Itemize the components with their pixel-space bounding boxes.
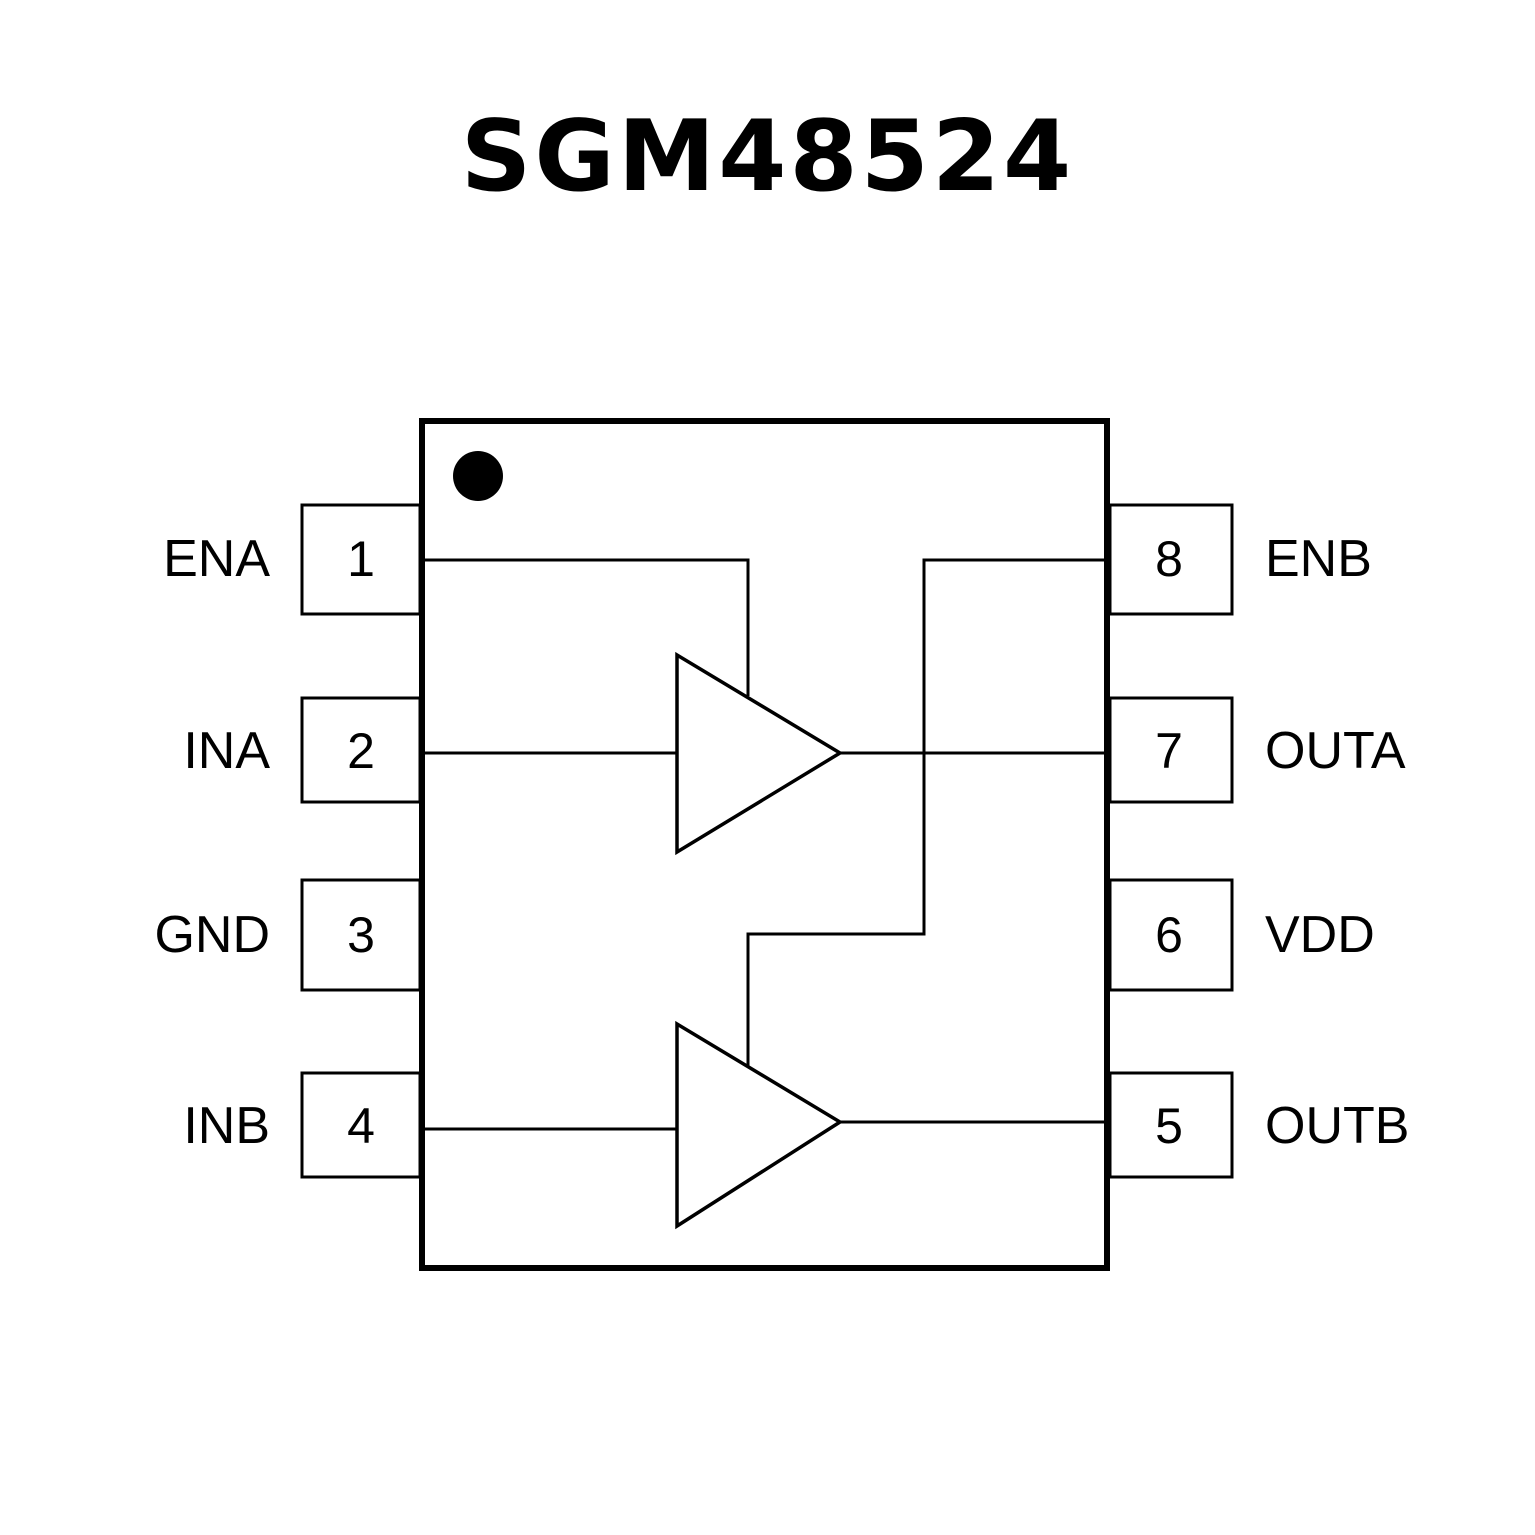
pin-8: 8 ENB <box>1108 503 1372 616</box>
pin1-marker-dot <box>453 451 503 501</box>
pin-3: 3 GND <box>154 878 422 992</box>
pin-5: 5 OUTB <box>1108 1071 1409 1179</box>
buffer-a-triangle <box>675 651 844 856</box>
pin-4-box <box>300 1071 422 1179</box>
right-pins: 8 ENB 7 OUTA 6 VDD 5 OUTB <box>1108 503 1409 1179</box>
chip-title: SGM48524 <box>460 100 1075 214</box>
pin-2-name: INA <box>183 722 270 780</box>
buffer-b-triangle <box>675 1020 844 1230</box>
pin-8-number: 8 <box>1155 531 1183 587</box>
pin-5-number: 5 <box>1155 1098 1183 1154</box>
pin-3-name: GND <box>154 906 270 964</box>
pin-2-box <box>300 696 422 804</box>
pin-1-number: 1 <box>347 531 375 587</box>
pin-3-number: 3 <box>347 907 375 963</box>
pin-1-box <box>300 503 422 616</box>
pin-6-name: VDD <box>1265 906 1375 964</box>
left-pins: 1 ENA 2 INA 3 GND 4 INB <box>154 503 422 1179</box>
wire-enb <box>746 558 1104 1062</box>
pin-1-name: ENA <box>163 530 270 588</box>
pin-6: 6 VDD <box>1108 878 1375 992</box>
pin-2: 2 INA <box>183 696 422 804</box>
pin-7-name: OUTA <box>1265 722 1406 780</box>
pin-2-number: 2 <box>347 723 375 779</box>
pin-1: 1 ENA <box>163 503 422 616</box>
pin-7-number: 7 <box>1155 723 1183 779</box>
internal-wiring <box>425 558 1104 1131</box>
pin-7: 7 OUTA <box>1108 696 1406 804</box>
pin-4-name: INB <box>183 1097 270 1155</box>
pin-4-number: 4 <box>347 1098 375 1154</box>
pin-4: 4 INB <box>183 1071 422 1179</box>
pin-5-name: OUTB <box>1265 1097 1409 1155</box>
pin-8-name: ENB <box>1265 530 1372 588</box>
pin-7-box <box>1108 696 1234 804</box>
pin-6-number: 6 <box>1155 907 1183 963</box>
